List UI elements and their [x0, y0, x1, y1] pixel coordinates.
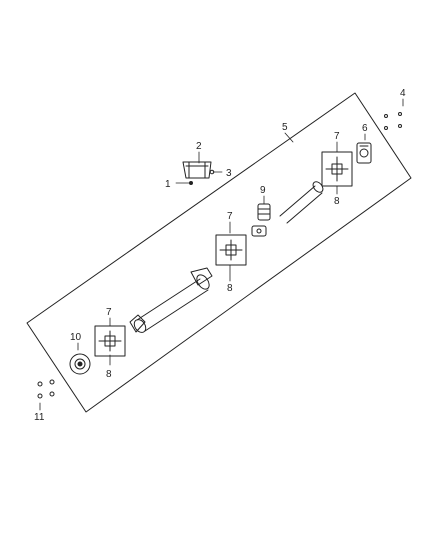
bracket-part [182, 161, 212, 179]
callout-8-front: 8 [106, 369, 112, 380]
flange-part [69, 353, 91, 375]
middle-yoke [251, 225, 267, 237]
callout-9: 9 [260, 185, 266, 196]
callout-7-rear: 7 [334, 131, 340, 142]
nut-part [209, 169, 215, 175]
callout-10: 10 [70, 332, 82, 343]
callout-5: 5 [282, 122, 288, 133]
callout-1: 1 [165, 179, 171, 190]
slip-boot [257, 203, 271, 221]
callout-8-middle: 8 [227, 283, 233, 294]
callout-6: 6 [362, 123, 368, 134]
ujoint-kit-rear [321, 151, 353, 187]
callout-2: 2 [196, 141, 202, 152]
bolt-set [37, 379, 55, 399]
fastener-group [384, 112, 402, 130]
ujoint-kit-middle [215, 234, 247, 266]
ujoint-kit-front [94, 325, 126, 357]
callout-7-front: 7 [106, 307, 112, 318]
callout-labels: 1 2 3 4 5 6 7 8 9 7 8 7 8 10 11 [34, 88, 406, 423]
callout-3: 3 [226, 168, 232, 179]
leader-lines [39, 98, 404, 411]
callout-7-middle: 7 [227, 211, 233, 222]
rear-shaft [279, 181, 324, 224]
center-bearing [356, 142, 372, 164]
front-shaft [129, 267, 213, 333]
bolt-part [189, 181, 193, 185]
callout-4: 4 [400, 88, 406, 99]
callout-11: 11 [34, 412, 45, 423]
assembly-outline [26, 92, 412, 413]
callout-8-rear: 8 [334, 196, 340, 207]
